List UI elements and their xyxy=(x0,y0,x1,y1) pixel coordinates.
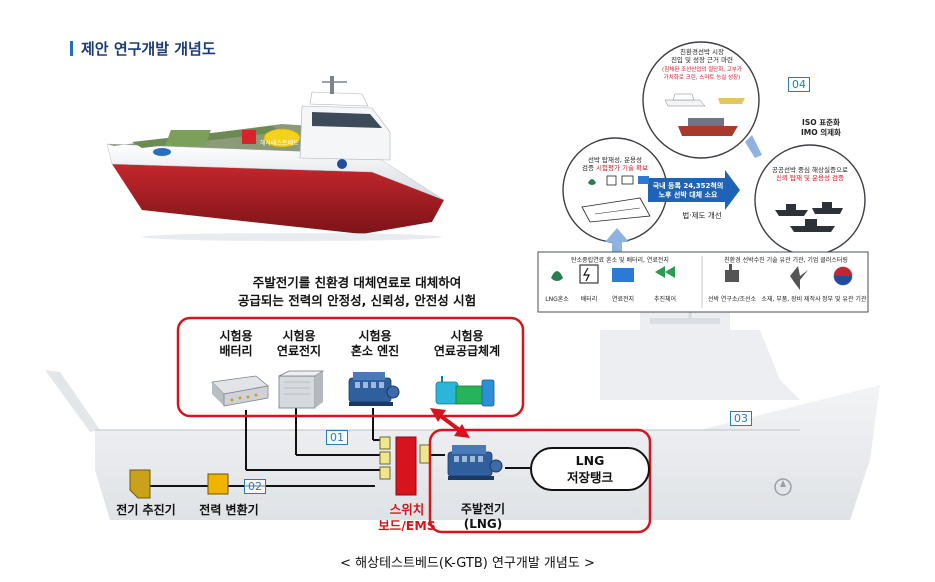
fuel-supply-system-icon xyxy=(432,374,498,412)
lng-tank-label-line1: LNG xyxy=(532,452,648,469)
tech-item-battery: 배터리 xyxy=(574,294,604,303)
description-line-1: 주발전기를 친환경 대체연료로 대체하여 xyxy=(212,274,502,292)
test-evaluation-text: 선박 탑재성, 운용성 검증 시험평가 기술 확보 xyxy=(570,156,660,172)
page-title-text: 제안 연구개발 개념도 xyxy=(81,38,216,59)
up-arrow-right xyxy=(745,135,762,158)
cluster-item-suppliers: 소재, 부품, 장비 제작사 xyxy=(760,294,822,303)
number-badge-02: 02 xyxy=(244,479,266,494)
iso-imo-text: ISO 표준화 IMO 의제화 xyxy=(786,118,856,138)
ship-name-sign: 해사테스트베드 xyxy=(260,139,299,147)
power-converter-block xyxy=(208,474,228,494)
electric-propulsion-label: 전기 추진기 xyxy=(100,503,192,518)
test-bed-ship-illustration: 해사테스트베드 xyxy=(72,72,452,242)
main-generator-engine-icon xyxy=(444,440,504,484)
fuel-cell-unit-icon xyxy=(276,370,324,410)
tech-item-propulsion: 추진체어 xyxy=(648,294,682,303)
ship-emblem xyxy=(337,159,347,169)
lng-tank-label-line2: 저장탱크 xyxy=(532,469,648,486)
title-bar xyxy=(70,41,73,56)
cluster-left-title: 탄소중립연료 혼소 및 배터리, 연료전지 xyxy=(540,255,700,264)
dual-fuel-engine-icon xyxy=(345,368,401,410)
page-title: 제안 연구개발 개념도 xyxy=(70,38,216,59)
cluster-item-shipyard: 선박 연구소/조선소 xyxy=(706,294,758,303)
switchboard-block xyxy=(396,437,416,495)
number-badge-01: 01 xyxy=(326,430,348,445)
market-entry-text: 친환경선박 시장 진입 및 성장 근거 마련 (침체된 조선산업의 절단화, 고… xyxy=(652,48,752,82)
tech-item-lng: LNG혼소 xyxy=(540,294,574,303)
cluster-right-title: 친환경 선박수진 기술 유관 기관, 기업 클러스터링 xyxy=(704,255,868,264)
lng-storage-tank: LNG 저장탱크 xyxy=(530,447,650,491)
cluster-item-government: 정부 및 유관 기관 xyxy=(822,294,866,303)
number-badge-03: 03 xyxy=(730,411,752,426)
battery-pack-icon xyxy=(208,372,270,410)
figure-caption: < 해상테스트베드(K-GTB) 연구개발 개념도 > xyxy=(0,552,935,571)
law-improvement-text: 법·제도 개선 xyxy=(672,212,732,220)
tech-item-fuel-cell: 연료전지 xyxy=(606,294,640,303)
circle-public-verification xyxy=(755,145,865,255)
power-converter-label: 전력 변환기 xyxy=(188,503,270,518)
domestic-replacement-text: 국내 등록 24,352척의 노후 선박 대체 소요 xyxy=(648,182,728,200)
main-generator-label: 주발전기(LNG) xyxy=(448,502,518,532)
public-verification-text: 공공선박 중심 해상실증으로 신뢰 탑재 및 운용성 검증 xyxy=(758,166,862,182)
